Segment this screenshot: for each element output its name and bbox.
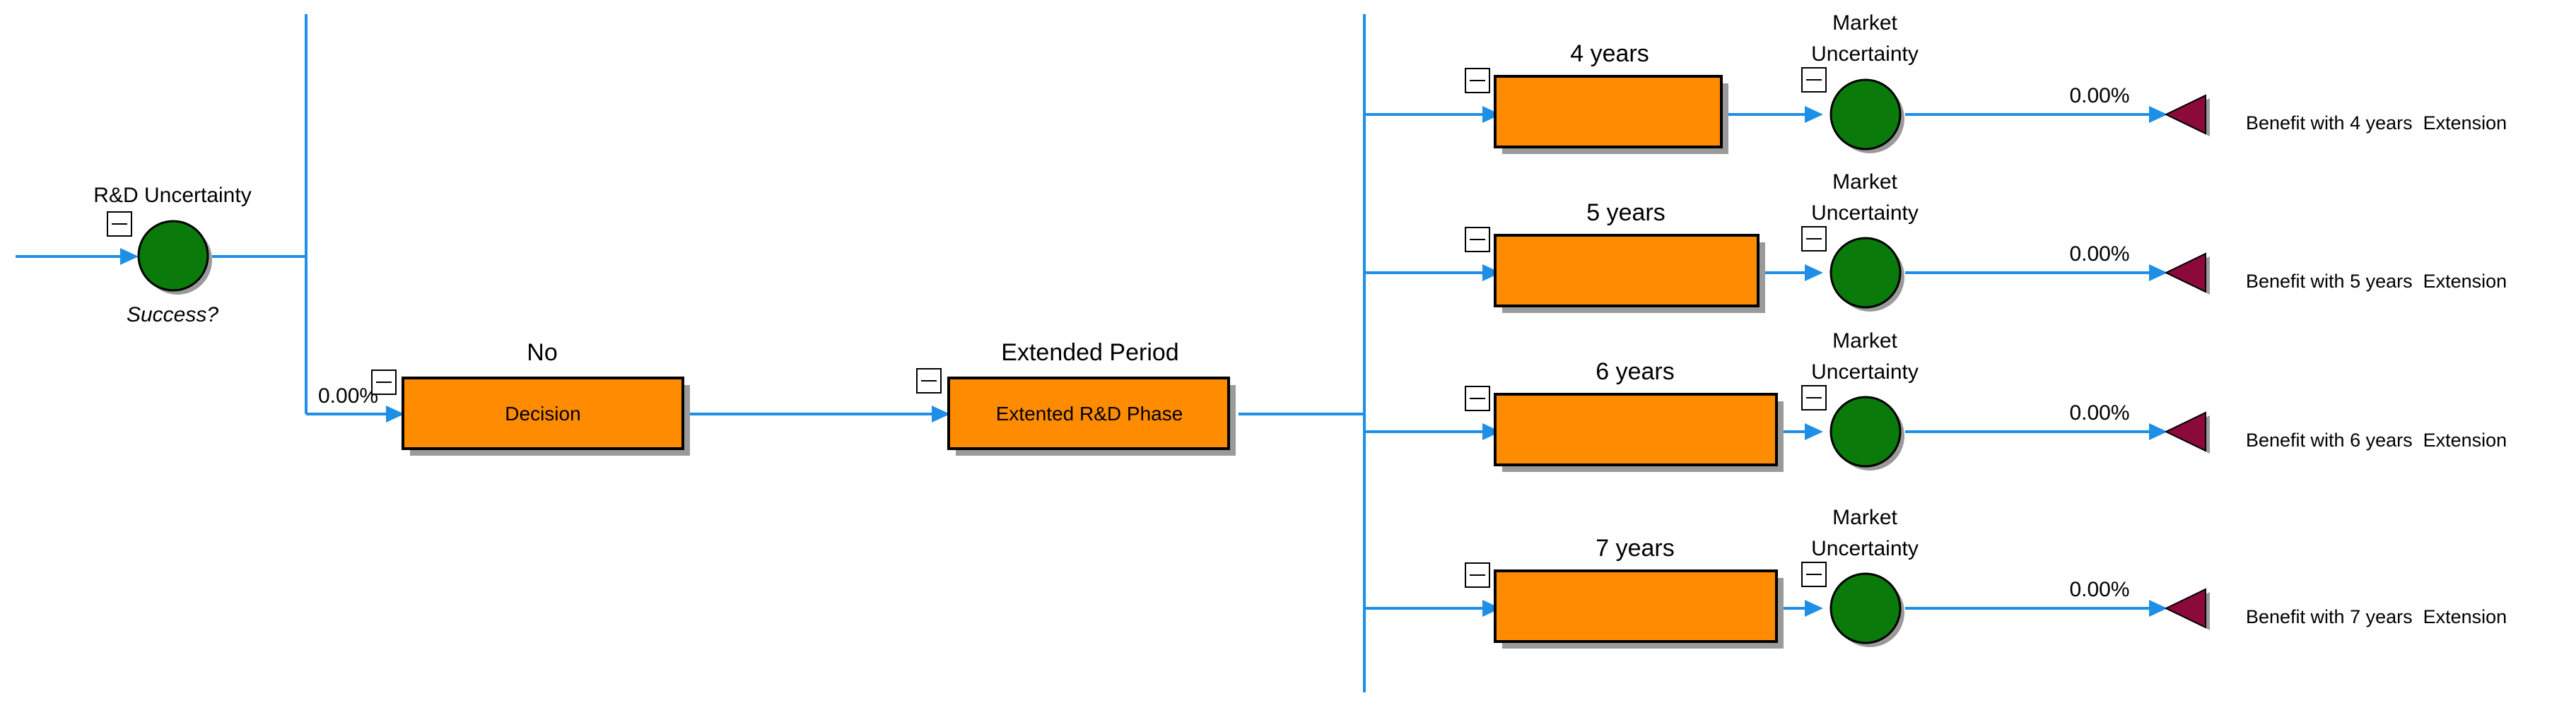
terminal-node[interactable] [2164, 588, 2210, 630]
branch-probability: 0.00% [2069, 242, 2129, 266]
terminal-node[interactable] [2164, 252, 2210, 295]
terminal-node[interactable] [2164, 411, 2210, 454]
decision-title: No [527, 339, 557, 366]
terminal-triangle [2164, 94, 2206, 135]
chance-label-line2: Uncertainty [1811, 537, 1919, 560]
endpoint-label: Benefit with 4 years Extension [2246, 112, 2507, 134]
endpoint-label: Benefit with 5 years Extension [2246, 271, 2507, 292]
arrow-icon [1482, 600, 1501, 617]
option-row-4-years: 4 years Market Uncertainty 0.00% Benefit… [1465, 11, 2507, 154]
collapse-icon[interactable] [1465, 386, 1490, 411]
root-chance-node[interactable]: R&D Uncertainty Success? [93, 184, 251, 326]
branch-probability: 0.00% [2069, 401, 2129, 425]
collapse-icon[interactable] [1465, 562, 1490, 588]
market-chance-node[interactable]: Market Uncertainty [1801, 170, 1919, 312]
extended-period-node-label: Extented R&D Phase [996, 403, 1183, 425]
root-chance-circle [137, 220, 209, 292]
arrow-icon [1805, 264, 1823, 281]
collapse-icon[interactable] [371, 370, 397, 395]
arrow-icon [1805, 600, 1823, 617]
collapse-icon[interactable] [1465, 227, 1490, 252]
arrow-icon [2149, 264, 2167, 281]
chance-label-line2: Uncertainty [1811, 42, 1919, 66]
endpoint-label: Benefit with 6 years Extension [2246, 430, 2507, 451]
terminal-triangle [2164, 411, 2206, 452]
root-node-name: R&D Uncertainty [93, 184, 251, 207]
root-branch-label: Success? [127, 303, 218, 326]
extended-period-title: Extended Period [1001, 339, 1178, 366]
arrow-icon [2149, 423, 2167, 440]
terminal-triangle [2164, 252, 2206, 293]
extended-period-box [947, 377, 1230, 450]
chance-circle [1829, 396, 1902, 468]
arrow-icon [1805, 423, 1823, 440]
arrow-icon [386, 406, 404, 422]
chance-label-line1: Market [1832, 506, 1897, 529]
terminal-triangle [2164, 588, 2206, 629]
option-box [1494, 569, 1778, 643]
extended-period-node[interactable]: Extended Period Extented R&D Phase [916, 339, 1236, 456]
collapse-icon[interactable] [107, 211, 132, 237]
decision-node-label: Decision [505, 403, 580, 425]
collapse-icon[interactable] [1801, 226, 1827, 252]
option-decision-node[interactable]: 4 years [1465, 40, 1728, 154]
arrow-icon [2149, 600, 2167, 617]
collapse-icon[interactable] [1801, 385, 1827, 410]
chance-circle [1829, 572, 1902, 644]
chance-label-line2: Uncertainty [1811, 201, 1919, 225]
endpoint-label: Benefit with 7 years Extension [2246, 606, 2507, 627]
arrow-icon [932, 406, 950, 422]
chance-label-line1: Market [1832, 329, 1897, 353]
option-decision-node[interactable]: 6 years [1465, 358, 1784, 472]
collapse-icon[interactable] [1465, 68, 1490, 93]
market-chance-node[interactable]: Market Uncertainty [1801, 329, 1919, 471]
chance-circle [1829, 237, 1902, 309]
collapse-icon[interactable] [916, 368, 942, 394]
terminal-node[interactable] [2164, 94, 2210, 136]
chance-label-line1: Market [1832, 11, 1897, 35]
arrow-icon [1482, 423, 1501, 440]
decision-box [402, 377, 684, 450]
connectors [16, 14, 2156, 692]
arrow-icon [1482, 264, 1501, 281]
option-title: 7 years [1596, 535, 1675, 562]
market-chance-node[interactable]: Market Uncertainty [1801, 11, 1919, 153]
branch-probability: 0.00% [2069, 578, 2129, 601]
chance-label-line1: Market [1832, 170, 1897, 194]
option-title: 6 years [1596, 358, 1675, 385]
collapse-icon[interactable] [1801, 67, 1827, 93]
option-decision-node[interactable]: 5 years [1465, 199, 1765, 313]
option-box [1494, 234, 1760, 307]
option-title: 5 years [1586, 199, 1665, 226]
option-box [1494, 75, 1723, 148]
chance-label-line2: Uncertainty [1811, 360, 1919, 384]
no-branch-probability: 0.00% [318, 384, 378, 408]
arrow-icon [1805, 106, 1823, 123]
arrow-icon [120, 248, 139, 265]
arrowheads [120, 106, 2167, 617]
decision-node[interactable]: 0.00% No Decision [318, 339, 690, 456]
option-row-7-years: 7 years Market Uncertainty 0.00% Benefit… [1465, 506, 2507, 649]
option-row-6-years: 6 years Market Uncertainty 0.00% Benefit… [1465, 329, 2507, 472]
branch-probability: 0.00% [2069, 84, 2129, 107]
collapse-icon[interactable] [1801, 562, 1827, 587]
chance-circle [1829, 78, 1902, 150]
option-title: 4 years [1570, 40, 1649, 67]
option-row-5-years: 5 years Market Uncertainty 0.00% Benefit… [1465, 170, 2507, 313]
arrow-icon [2149, 106, 2167, 123]
option-box [1494, 393, 1778, 466]
arrow-icon [1482, 106, 1501, 123]
option-decision-node[interactable]: 7 years [1465, 535, 1784, 649]
market-chance-node[interactable]: Market Uncertainty [1801, 506, 1919, 647]
